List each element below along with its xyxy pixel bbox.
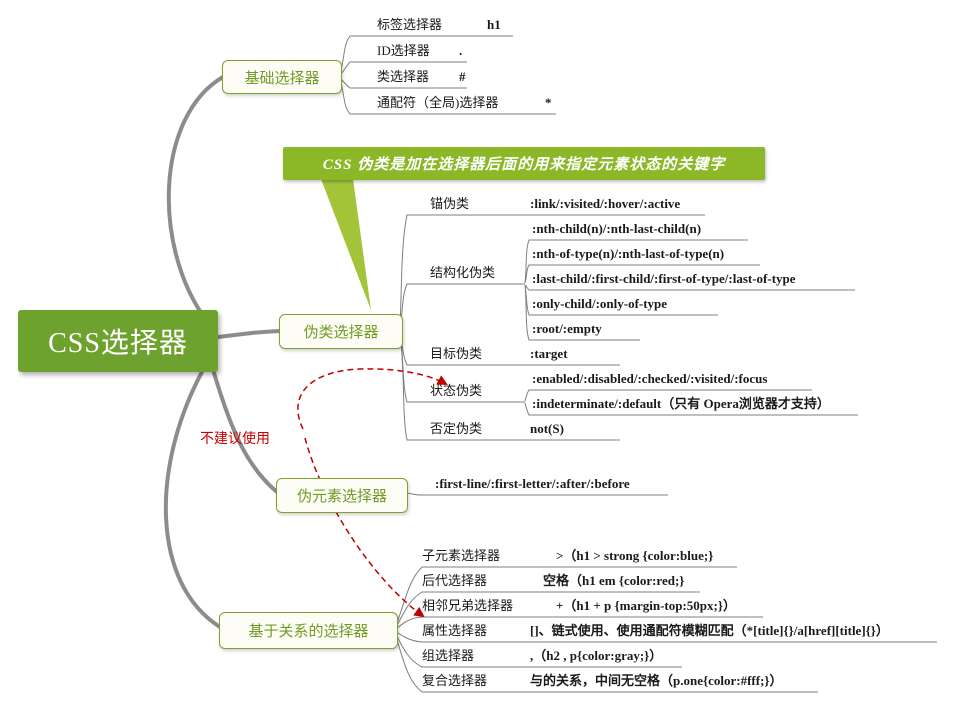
leaf-value[interactable]: :target (530, 346, 568, 361)
leaf-label[interactable]: 后代选择器 (422, 573, 488, 588)
leaf-value[interactable]: # (459, 69, 466, 84)
leaf-value[interactable]: * (545, 95, 552, 110)
warning-label[interactable]: 不建议使用 (200, 432, 270, 447)
leaf-value[interactable]: ,（h2 , p{color:gray;}） (530, 648, 663, 663)
leaf-value[interactable]: :nth-child(n)/:nth-last-child(n) (532, 221, 702, 236)
leaf-value[interactable]: h1 (487, 17, 501, 32)
leaf-label[interactable]: 相邻兄弟选择器 (422, 598, 514, 613)
leaf-label[interactable]: 子元素选择器 (422, 548, 501, 563)
leaf-label[interactable]: 标签选择器 (377, 17, 443, 32)
leaf-branches (339, 35, 937, 693)
leaf-label[interactable]: 属性选择器 (422, 623, 488, 638)
warning-relation-arrows (297, 368, 448, 618)
topic-pseudo-element-selectors[interactable]: 伪元素选择器 (276, 478, 408, 513)
leaf-value[interactable]: []、链式使用、使用通配符模糊匹配（*[title]{}/a[href][tit… (530, 623, 889, 638)
leaf-value[interactable]: . (459, 43, 463, 58)
leaf-label[interactable]: 否定伪类 (430, 421, 483, 436)
leaf-label[interactable]: 组选择器 (422, 648, 475, 663)
leaf-value[interactable]: 空格（h1 em {color:red;} (543, 573, 685, 588)
leaf-value[interactable]: 与的关系，中间无空格（p.one{color:#fff;}） (530, 673, 783, 688)
leaf-value[interactable]: :nth-of-type(n)/:nth-last-of-type(n) (532, 246, 725, 261)
leaf-value[interactable]: :root/:empty (532, 321, 602, 336)
topic-relational-selectors[interactable]: 基于关系的选择器 (219, 612, 398, 649)
topic-basic-selectors[interactable]: 基础选择器 (222, 60, 342, 94)
leaf-value[interactable]: :only-child/:only-of-type (532, 296, 668, 311)
callout-leader (321, 179, 371, 310)
leaf-value[interactable]: >（h1 > strong {color:blue;} (556, 548, 714, 563)
leaf-value[interactable]: :last-child/:first-child/:first-of-type/… (532, 271, 796, 286)
leaf-label[interactable]: 通配符（全局)选择器 (377, 95, 499, 110)
topic-pseudo-class-selectors[interactable]: 伪类选择器 (279, 314, 403, 349)
leaf-label[interactable]: 目标伪类 (430, 346, 483, 361)
leaf-label[interactable]: 状态伪类 (430, 383, 483, 398)
leaf-label[interactable]: 复合选择器 (422, 673, 488, 688)
pseudo-class-note[interactable]: CSS 伪类是加在选择器后面的用来指定元素状态的关键字 (283, 147, 765, 180)
leaf-label[interactable]: ID选择器 (377, 43, 430, 58)
leaf-label[interactable]: 结构化伪类 (430, 265, 496, 280)
leaf-label[interactable]: 类选择器 (377, 69, 430, 84)
leaf-value[interactable]: not(S) (530, 421, 564, 436)
root-node[interactable]: CSS选择器 (18, 310, 218, 372)
leaf-value[interactable]: :link/:visited/:hover/:active (530, 196, 681, 211)
leaf-value[interactable]: :indeterminate/:default（只有 Opera浏览器才支持） (532, 396, 830, 411)
leaf-value[interactable]: :first-line/:first-letter/:after/:before (435, 476, 630, 491)
leaf-label[interactable]: 锚伪类 (430, 196, 470, 211)
leaf-value[interactable]: :enabled/:disabled/:checked/:visited/:fo… (532, 371, 768, 386)
main-branches (163, 75, 282, 629)
leaf-value[interactable]: +（h1 + p {margin-top:50px;}） (556, 598, 736, 613)
